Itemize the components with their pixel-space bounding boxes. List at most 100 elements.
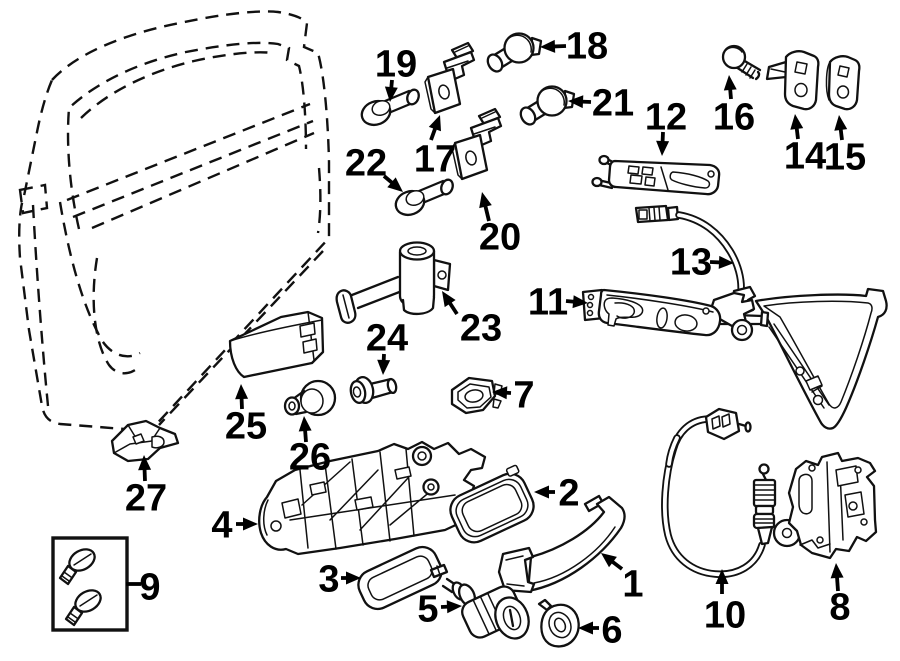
callout-13-arrowhead — [718, 255, 734, 269]
callout-13-label[interactable]: 13 — [670, 242, 712, 284]
part-8-door-latch — [772, 451, 878, 560]
callout-23[interactable]: 23 — [442, 291, 502, 350]
part-14-lock-striker — [765, 50, 820, 111]
callout-17-label[interactable]: 17 — [414, 139, 456, 181]
callout-22[interactable]: 22 — [345, 143, 403, 193]
part-25-wedge-bracket — [228, 310, 325, 379]
callout-27[interactable]: 27 — [125, 455, 167, 520]
callout-10[interactable]: 10 — [704, 569, 746, 637]
callout-15-arrowhead — [834, 115, 848, 131]
callout-12-label[interactable]: 12 — [645, 97, 687, 139]
callout-2-label[interactable]: 2 — [558, 473, 579, 515]
callout-24-label[interactable]: 24 — [366, 318, 408, 360]
callout-7[interactable]: 7 — [492, 375, 535, 417]
callout-16-label[interactable]: 16 — [713, 97, 755, 139]
callout-11-arrowhead — [572, 295, 588, 309]
callout-8-label[interactable]: 8 — [829, 587, 850, 629]
callout-7-label[interactable]: 7 — [513, 375, 534, 417]
callout-6-label[interactable]: 6 — [601, 610, 622, 652]
callout-1-label[interactable]: 1 — [622, 564, 643, 606]
part-5-lock-cylinder — [429, 563, 530, 640]
callout-19[interactable]: 19 — [375, 44, 417, 103]
callout-14[interactable]: 14 — [784, 114, 826, 178]
callout-19-arrowhead — [384, 86, 398, 102]
callout-10-label[interactable]: 10 — [704, 595, 746, 637]
callout-25-label[interactable]: 25 — [225, 406, 267, 448]
callout-3-label[interactable]: 3 — [318, 559, 339, 601]
callout-21[interactable]: 21 — [568, 83, 634, 125]
callout-5-label[interactable]: 5 — [417, 589, 438, 631]
part-4-handle-carrier-frame — [258, 440, 487, 556]
callout-6[interactable]: 6 — [578, 610, 623, 652]
callout-6-arrowhead — [578, 621, 593, 635]
part-16-striker-screw — [721, 44, 762, 81]
callout-15[interactable]: 15 — [824, 115, 866, 179]
callout-7-arrowhead — [492, 386, 508, 400]
callout-3[interactable]: 3 — [318, 559, 361, 601]
callout-24-arrowhead — [377, 359, 391, 375]
callout-17[interactable]: 17 — [414, 115, 456, 181]
part-1-exterior-door-handle — [497, 494, 626, 594]
callout-18-arrowhead — [540, 39, 556, 53]
callout-10-arrowhead — [715, 569, 729, 584]
callout-3-arrowhead — [346, 571, 361, 585]
part-10-bowden-cable — [661, 407, 777, 578]
callout-5-arrowhead — [446, 600, 462, 614]
part-12-handle-bracket — [591, 154, 721, 196]
callout-14-label[interactable]: 14 — [784, 136, 826, 178]
part-23-door-check-strap — [335, 241, 452, 324]
part-2-handle-cover — [449, 464, 535, 544]
callout-16[interactable]: 16 — [713, 75, 755, 139]
part-24-pin — [349, 375, 398, 405]
callout-5[interactable]: 5 — [417, 589, 462, 631]
part-22-flange-bolt — [391, 176, 456, 220]
callout-22-arrowhead — [387, 177, 403, 192]
part-20-door-hinge — [450, 107, 503, 181]
callout-25-arrowhead — [235, 384, 249, 400]
part-11-interior-door-handle — [581, 288, 722, 337]
callout-26-arrowhead — [298, 416, 312, 432]
callout-8[interactable]: 8 — [829, 563, 851, 629]
callout-16-arrowhead — [723, 75, 737, 91]
callout-23-label[interactable]: 23 — [460, 308, 502, 350]
callout-11-label[interactable]: 11 — [528, 282, 568, 324]
callout-20-arrowhead — [479, 192, 492, 209]
callout-21-label[interactable]: 21 — [592, 83, 634, 125]
callout-13[interactable]: 13 — [670, 242, 734, 284]
callout-14-arrowhead — [790, 114, 804, 130]
part-3-handle-gasket — [357, 545, 443, 611]
part-15-lock-striker — [825, 55, 861, 111]
callout-11[interactable]: 11 — [528, 282, 588, 324]
callout-15-label[interactable]: 15 — [824, 137, 866, 179]
callout-18-label[interactable]: 18 — [566, 26, 608, 68]
callout-4-label[interactable]: 4 — [211, 505, 232, 547]
part-27-bracket — [110, 419, 180, 463]
callout-17-arrowhead — [428, 115, 441, 132]
callout-1-arrowhead — [601, 553, 617, 568]
callout-9-label[interactable]: 9 — [139, 567, 160, 609]
part-26-grommet — [283, 379, 337, 417]
callout-25[interactable]: 25 — [225, 384, 267, 448]
callout-9[interactable]: 9 — [126, 567, 161, 609]
callout-20-label[interactable]: 20 — [479, 217, 521, 259]
callout-26[interactable]: 26 — [289, 416, 331, 479]
callout-20[interactable]: 20 — [479, 192, 521, 259]
callout-2[interactable]: 2 — [534, 473, 580, 515]
callout-12[interactable]: 12 — [645, 97, 687, 157]
part-9-screw-kit — [51, 536, 129, 632]
callout-21-arrowhead — [568, 95, 584, 109]
callout-26-label[interactable]: 26 — [289, 437, 331, 479]
callout-24[interactable]: 24 — [366, 318, 408, 376]
callout-27-label[interactable]: 27 — [125, 478, 167, 520]
callout-2-arrowhead — [534, 485, 549, 499]
callout-4[interactable]: 4 — [211, 505, 258, 547]
callout-22-label[interactable]: 22 — [345, 143, 387, 185]
callout-19-label[interactable]: 19 — [375, 44, 417, 86]
callout-4-arrowhead — [243, 517, 258, 531]
callout-18[interactable]: 18 — [540, 26, 608, 68]
part-7-lock-clip — [450, 376, 503, 415]
callout-1[interactable]: 1 — [601, 553, 644, 606]
